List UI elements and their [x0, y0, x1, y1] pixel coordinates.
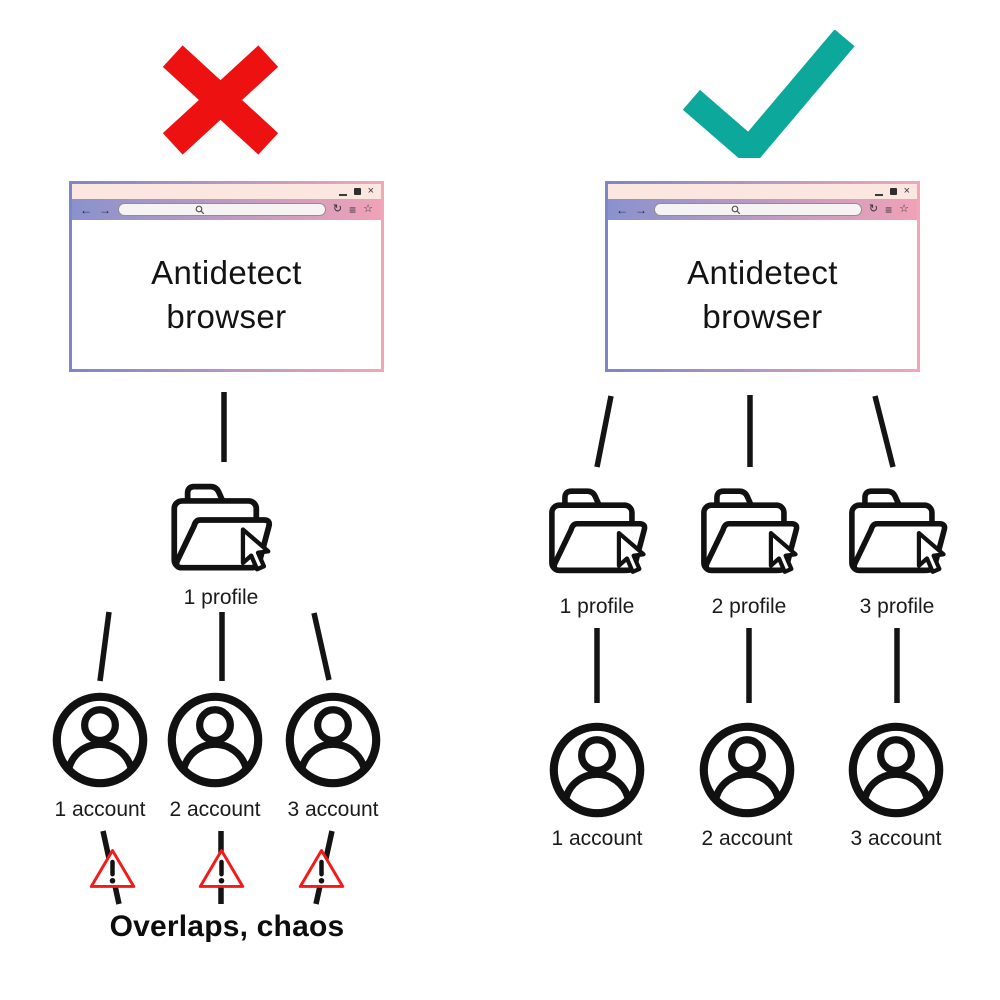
connector-line	[97, 611, 112, 682]
browser-content: Antidetect browser	[608, 220, 917, 369]
bad-caption: Overlaps, chaos	[109, 910, 345, 943]
url-field	[654, 203, 862, 216]
maximize-icon	[889, 188, 897, 195]
account-icon	[167, 692, 263, 788]
profile-folder-icon	[701, 488, 800, 574]
account-label: 2 account	[701, 827, 793, 850]
cursor-icon	[616, 530, 646, 574]
account-label: 1 account	[54, 798, 146, 821]
warning-icon	[298, 849, 345, 888]
account-icon	[285, 692, 381, 788]
profile-label: 1 profile	[183, 586, 259, 609]
bookmark-star-icon: ☆	[363, 203, 373, 215]
check-icon	[682, 30, 855, 158]
minimize-icon	[338, 187, 347, 196]
profile-folder-icon	[171, 483, 273, 572]
cursor-icon	[916, 530, 946, 574]
cursor-icon	[240, 527, 271, 572]
browser-content: Antidetect browser	[72, 220, 381, 369]
connector-line	[311, 612, 332, 681]
forward-arrow-icon: →	[635, 202, 647, 217]
browser-titlebar: ×	[608, 184, 917, 199]
warning-icon	[89, 849, 136, 888]
reload-icon: ↻	[868, 203, 879, 215]
search-icon	[731, 205, 741, 214]
account-icon	[848, 722, 944, 818]
browser-titlebar: ×	[72, 184, 381, 199]
profile-folder-icon	[549, 488, 648, 574]
connector-line	[594, 395, 614, 468]
url-field	[118, 203, 326, 216]
profile-label: 2 profile	[711, 595, 787, 618]
account-label: 3 account	[287, 798, 379, 821]
bookmark-star-icon: ☆	[899, 203, 909, 215]
close-icon: ×	[903, 185, 910, 197]
back-arrow-icon: ←	[80, 202, 92, 217]
back-arrow-icon: ←	[616, 202, 628, 217]
browser-window: × ← → ↻ ≡ ☆ Antidetect browser	[605, 181, 920, 372]
close-icon: ×	[367, 185, 374, 197]
warning-icon	[198, 849, 245, 888]
account-icon	[52, 692, 148, 788]
account-label: 3 account	[850, 827, 942, 850]
menu-icon: ≡	[349, 202, 357, 217]
account-label: 2 account	[169, 798, 261, 821]
browser-title-text: Antidetect browser	[687, 253, 838, 335]
account-icon	[699, 722, 795, 818]
browser-title-text: Antidetect browser	[151, 253, 302, 335]
connector-line	[872, 395, 896, 468]
minimize-icon	[874, 187, 883, 196]
profile-label: 1 profile	[559, 595, 635, 618]
reload-icon: ↻	[332, 203, 343, 215]
forward-arrow-icon: →	[99, 202, 111, 217]
maximize-icon	[353, 188, 361, 195]
cursor-icon	[768, 530, 798, 574]
search-icon	[195, 205, 205, 214]
browser-addressbar: ← → ↻ ≡ ☆	[608, 199, 917, 220]
profile-folder-icon	[849, 488, 948, 574]
browser-addressbar: ← → ↻ ≡ ☆	[72, 199, 381, 220]
profile-label: 3 profile	[859, 595, 935, 618]
browser-window: × ← → ↻ ≡ ☆ Antidetect browser	[69, 181, 384, 372]
account-icon	[549, 722, 645, 818]
cross-icon	[162, 45, 279, 155]
account-label: 1 account	[551, 827, 643, 850]
menu-icon: ≡	[885, 202, 893, 217]
